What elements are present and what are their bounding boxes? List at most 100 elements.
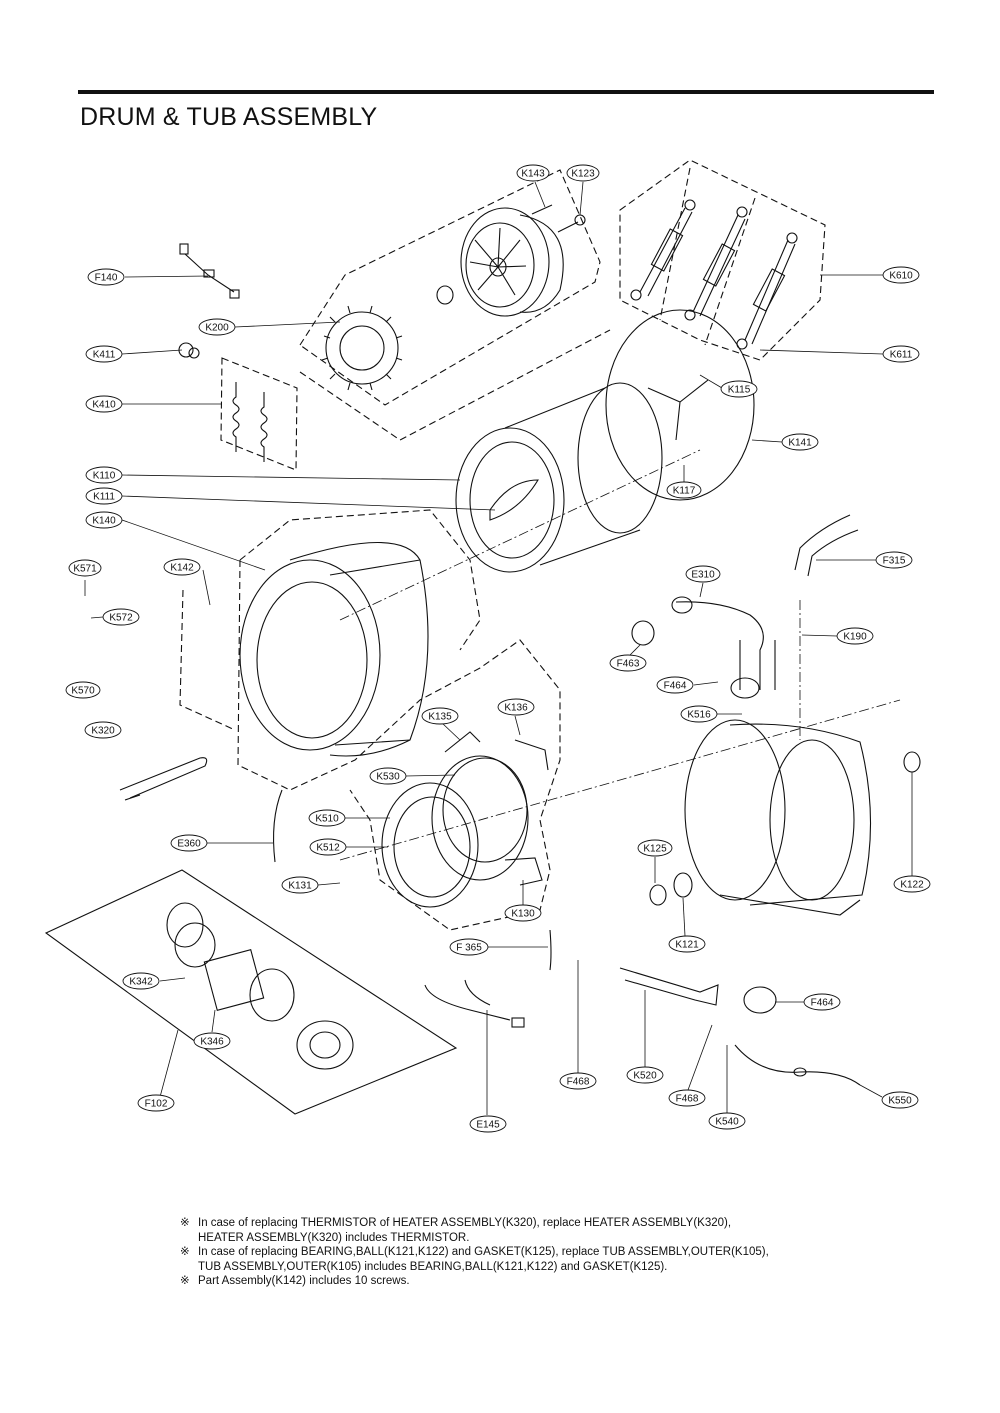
clamp-parts bbox=[631, 620, 777, 1014]
callout-K140: K140 bbox=[85, 511, 123, 529]
callout-K130: K130 bbox=[504, 904, 542, 922]
shock-absorber-parts bbox=[630, 199, 798, 350]
callout-K570: K570 bbox=[65, 681, 101, 699]
svg-text:K516: K516 bbox=[687, 710, 711, 721]
page-title: DRUM & TUB ASSEMBLY bbox=[80, 103, 378, 131]
callout-K530: K530 bbox=[369, 767, 407, 785]
spring-parts bbox=[232, 382, 268, 462]
svg-text:K570: K570 bbox=[71, 686, 95, 697]
drum-part bbox=[455, 382, 663, 573]
svg-text:K143: K143 bbox=[521, 169, 545, 180]
svg-text:K571: K571 bbox=[73, 564, 97, 575]
svg-text:K142: K142 bbox=[170, 563, 194, 574]
svg-text:K512: K512 bbox=[316, 843, 340, 854]
svg-text:K141: K141 bbox=[788, 438, 812, 449]
spring-group-outline bbox=[220, 357, 298, 471]
svg-text:F468: F468 bbox=[567, 1077, 590, 1088]
svg-text:F464: F464 bbox=[811, 998, 834, 1009]
callout-E310: E310 bbox=[685, 565, 721, 583]
callout-K121: K121 bbox=[668, 935, 706, 953]
pump-group-outline bbox=[44, 869, 458, 1115]
svg-text:K320: K320 bbox=[91, 726, 115, 737]
svg-text:K122: K122 bbox=[900, 880, 924, 891]
hose-f365-part bbox=[549, 929, 552, 971]
door-gasket-part bbox=[381, 755, 529, 908]
svg-text:K520: K520 bbox=[633, 1071, 657, 1082]
callout-K135: K135 bbox=[421, 707, 459, 725]
svg-text:F315: F315 bbox=[883, 556, 906, 567]
svg-text:K135: K135 bbox=[428, 712, 452, 723]
svg-text:E360: E360 bbox=[177, 839, 201, 850]
bearing-parts bbox=[649, 751, 921, 906]
note-line: Part Assembly(K142) includes 10 screws. bbox=[198, 1275, 410, 1287]
callout-K111: K111 bbox=[85, 487, 123, 505]
note-item: ※ Part Assembly(K142) includes 10 screws… bbox=[180, 1274, 880, 1289]
note-marker: ※ bbox=[180, 1275, 190, 1287]
callout-K342: K342 bbox=[122, 972, 160, 990]
callout-K510: K510 bbox=[308, 809, 346, 827]
callout-K123: K123 bbox=[566, 164, 600, 182]
stator-part bbox=[321, 305, 403, 391]
callout-K611: K611 bbox=[882, 345, 920, 363]
drum-back-spider bbox=[605, 309, 755, 501]
callout-E145: E145 bbox=[469, 1115, 507, 1133]
callout-K136: K136 bbox=[497, 698, 535, 716]
shock-absorber-group-outline bbox=[619, 159, 826, 361]
callout-F140: F140 bbox=[87, 268, 125, 286]
rotor-group-outline bbox=[299, 169, 611, 441]
svg-text:F463: F463 bbox=[617, 659, 640, 670]
note-line: In case of replacing BEARING,BALL(K121,K… bbox=[198, 1246, 769, 1258]
svg-text:K110: K110 bbox=[93, 471, 116, 482]
callout-F102: F102 bbox=[137, 1094, 175, 1112]
drain-bellows-e310 bbox=[671, 596, 776, 690]
callout-K131: K131 bbox=[281, 876, 319, 894]
svg-text:K410: K410 bbox=[92, 400, 116, 411]
hose-e360-part bbox=[273, 789, 283, 863]
callout-K122: K122 bbox=[893, 875, 931, 893]
callouts: K143 K123 F140 K610 K200 K411 K611 K115 … bbox=[65, 164, 931, 1133]
svg-text:K123: K123 bbox=[571, 169, 595, 180]
callout-K411: K411 bbox=[85, 345, 123, 363]
heater-k320-part bbox=[119, 757, 208, 801]
callout-K540: K540 bbox=[708, 1112, 746, 1130]
callout-K142: K142 bbox=[163, 558, 201, 576]
callout-F464-top: F464 bbox=[656, 676, 694, 694]
sensor-k550-part bbox=[734, 1044, 861, 1086]
svg-text:F 365: F 365 bbox=[456, 943, 482, 954]
callout-K410: K410 bbox=[85, 395, 123, 413]
tub-rear-part bbox=[684, 719, 872, 916]
callout-K125: K125 bbox=[637, 839, 673, 857]
callout-K117: K117 bbox=[666, 481, 702, 499]
callout-K141: K141 bbox=[781, 433, 819, 451]
rotor-part bbox=[436, 207, 564, 317]
callout-K346: K346 bbox=[193, 1032, 231, 1050]
callout-K190: K190 bbox=[836, 627, 874, 645]
harness-f140-part bbox=[179, 243, 240, 299]
hinge-parts bbox=[444, 731, 549, 886]
callout-K115: K115 bbox=[720, 380, 758, 398]
callout-K512: K512 bbox=[309, 838, 347, 856]
svg-text:F468: F468 bbox=[676, 1094, 699, 1105]
note-marker: ※ bbox=[180, 1246, 190, 1258]
leader-lines bbox=[84, 181, 913, 1115]
callout-F468-right: F468 bbox=[668, 1089, 706, 1107]
svg-text:F464: F464 bbox=[664, 681, 687, 692]
note-line: In case of replacing THERMISTOR of HEATE… bbox=[198, 1217, 732, 1229]
callout-F468-left: F468 bbox=[559, 1072, 597, 1090]
svg-text:K121: K121 bbox=[675, 940, 699, 951]
svg-text:K346: K346 bbox=[200, 1037, 224, 1048]
svg-text:K342: K342 bbox=[129, 977, 153, 988]
callout-K516: K516 bbox=[680, 705, 718, 723]
note-line: TUB ASSEMBLY,OUTER(K105) includes BEARIN… bbox=[198, 1260, 668, 1273]
svg-text:K117: K117 bbox=[673, 486, 696, 497]
notes-section: ※ In case of replacing THERMISTOR of HEA… bbox=[180, 1216, 880, 1289]
svg-text:K530: K530 bbox=[376, 772, 400, 783]
wire-harness-e145-part bbox=[424, 979, 525, 1028]
svg-text:E145: E145 bbox=[476, 1120, 500, 1131]
callout-K143: K143 bbox=[516, 164, 550, 182]
callout-F315: F315 bbox=[875, 551, 913, 569]
svg-text:K140: K140 bbox=[92, 516, 116, 527]
clip-k411-part bbox=[178, 342, 200, 359]
svg-text:K550: K550 bbox=[888, 1096, 912, 1107]
note-item: ※ In case of replacing THERMISTOR of HEA… bbox=[180, 1216, 880, 1245]
